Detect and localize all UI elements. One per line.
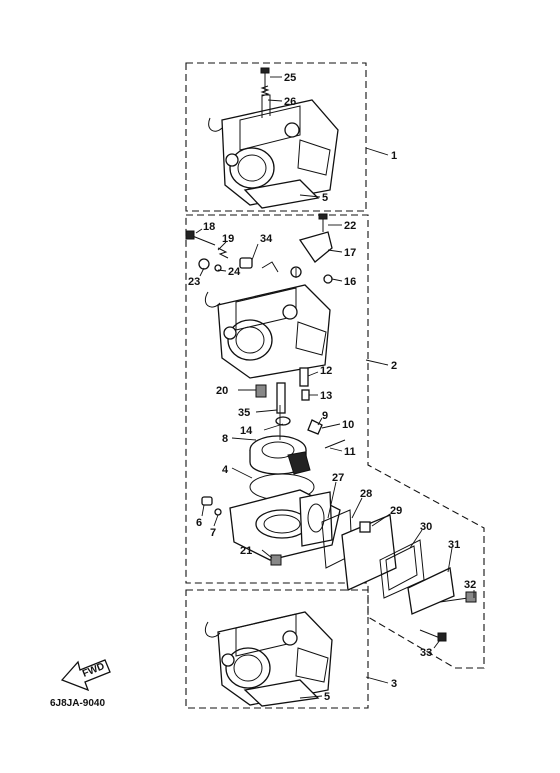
callout-labels: 1 2 3 4 5 5 6 7 8 9 10 11 12 13 14 16 17… [188, 72, 476, 703]
small-parts-stack [255, 367, 346, 449]
carburetor-body-middle [185, 213, 333, 379]
callout-25: 25 [284, 72, 296, 84]
callout-22: 22 [344, 220, 356, 232]
callout-10: 10 [342, 419, 354, 431]
callout-4: 4 [222, 464, 229, 476]
callout-19: 19 [222, 233, 234, 245]
callout-8: 8 [222, 433, 228, 445]
callout-30: 30 [420, 521, 432, 533]
callout-12: 12 [320, 365, 332, 377]
callout-17: 17 [344, 247, 356, 259]
callout-28: 28 [360, 488, 372, 500]
callout-21: 21 [240, 545, 252, 557]
callout-1: 1 [391, 150, 397, 162]
leader-lines [195, 76, 475, 699]
callout-14: 14 [240, 425, 253, 437]
float-and-gasket [249, 435, 315, 501]
callout-27: 27 [332, 472, 344, 484]
forward-arrow-icon: FWD [60, 659, 111, 692]
callout-2: 2 [391, 360, 397, 372]
callout-24: 24 [228, 266, 241, 278]
callout-31: 31 [448, 539, 460, 551]
callout-23: 23 [188, 276, 200, 288]
callout-29: 29 [390, 505, 402, 517]
carburetor-assembly-bottom [204, 611, 333, 707]
callout-16: 16 [344, 276, 356, 288]
callout-9: 9 [322, 410, 328, 422]
callout-35: 35 [238, 407, 250, 419]
carburetor-assembly-top [208, 67, 339, 209]
callout-5-top: 5 [322, 192, 328, 204]
callout-32: 32 [464, 579, 476, 591]
assembly-box-1 [185, 62, 367, 212]
assembly-box-2 [185, 214, 485, 669]
callout-3: 3 [391, 678, 397, 690]
callout-34: 34 [260, 233, 273, 245]
callout-13: 13 [320, 390, 332, 402]
callout-26: 26 [284, 96, 296, 108]
drawing-code: 6J8JA-9040 [50, 698, 105, 709]
callout-6: 6 [196, 517, 202, 529]
callout-7: 7 [210, 527, 216, 539]
float-chamber [201, 489, 341, 566]
assembly-box-3 [185, 589, 369, 709]
callout-11: 11 [344, 446, 356, 458]
callout-20: 20 [216, 385, 228, 397]
callout-18: 18 [203, 221, 215, 233]
callout-33: 33 [420, 647, 432, 659]
callout-5-bottom: 5 [324, 691, 330, 703]
cover-plates [321, 509, 477, 642]
